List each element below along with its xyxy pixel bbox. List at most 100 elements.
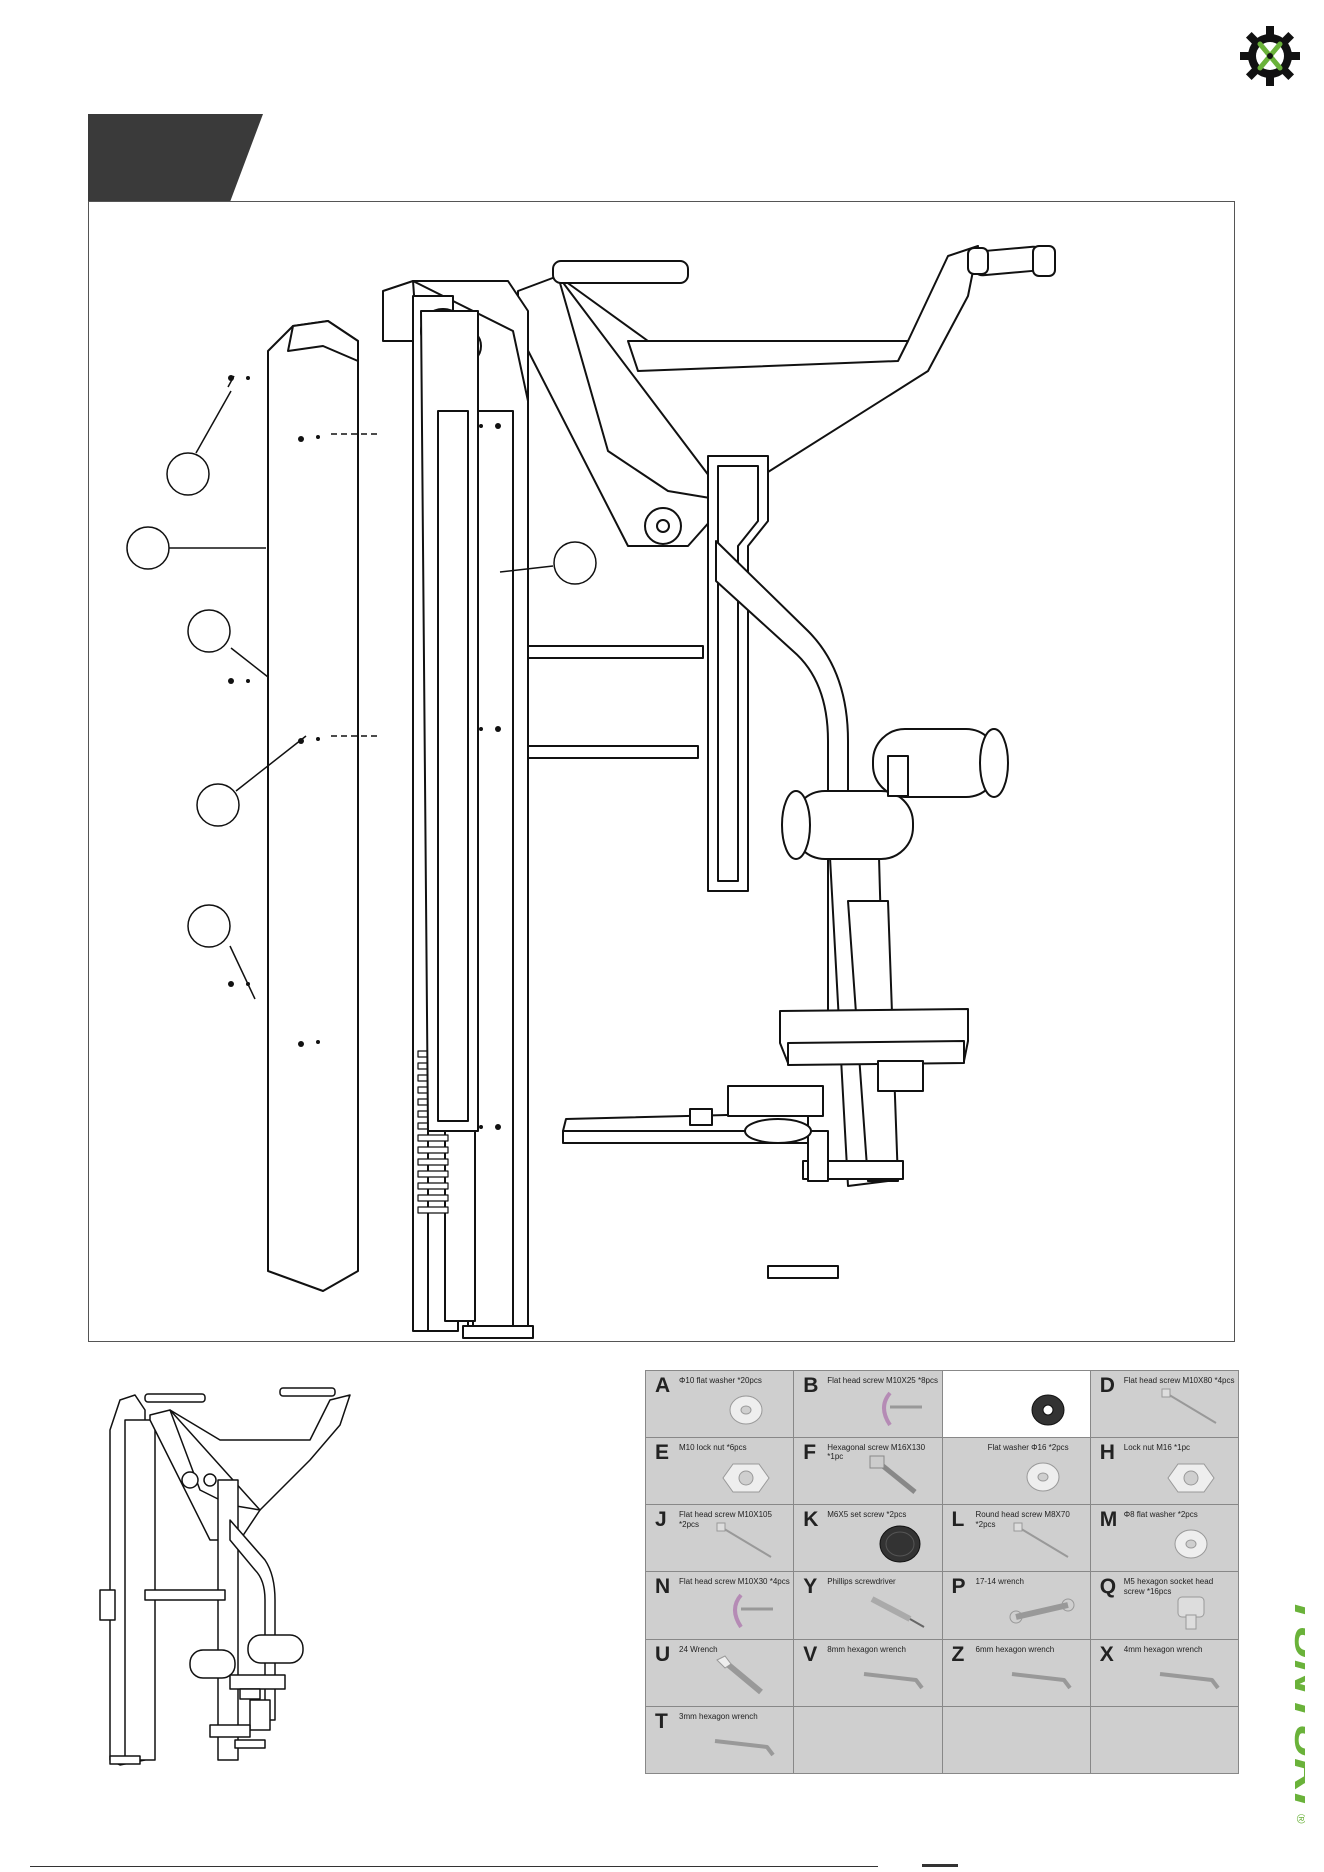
thigh-pads: [781, 728, 1009, 860]
part-cell: V 8mm hexagon wrench: [794, 1639, 942, 1706]
black-washer-icon: [1031, 1394, 1065, 1426]
part-cell: P 17-14 wrench: [942, 1572, 1090, 1639]
long-screw-icon: [1013, 1522, 1069, 1559]
long-screw-icon: [1161, 1388, 1217, 1425]
tower-base: [462, 1265, 839, 1339]
step-number-tab: [88, 114, 263, 202]
part-description: Φ10 flat washer *20pcs: [679, 1376, 762, 1385]
hex-key-icon: [715, 1738, 775, 1757]
assembly-drawing-frame: [88, 201, 1235, 1342]
foot-rest: [689, 1085, 824, 1144]
part-letter: V: [803, 1642, 818, 1666]
part-letter: A: [655, 1374, 671, 1397]
part-cell: J Flat head screw M10X105 *2pcs: [646, 1505, 794, 1572]
hex-key-icon: [1159, 1671, 1220, 1690]
part-cell: D Flat head screw M10X80 *4pcs: [1090, 1371, 1238, 1438]
part-description: Flat head screw M10X25 *8pcs: [827, 1376, 938, 1385]
open-wrench-icon: [716, 1655, 764, 1695]
part-letter: H: [1099, 1441, 1115, 1465]
part-letter: M: [1099, 1508, 1118, 1532]
part-cell: Flat washer Φ16 *2pcs: [942, 1438, 1090, 1505]
part-description: Flat head screw M10X30 *4pcs: [679, 1577, 790, 1587]
part-description: Flat washer Φ16 *2pcs: [987, 1443, 1069, 1453]
part-cell: M Φ8 flat washer *2pcs: [1090, 1505, 1238, 1572]
part-cell: A Φ10 flat washer *20pcs: [646, 1371, 794, 1438]
part-letter: T: [655, 1709, 668, 1733]
callout-circle: [166, 452, 210, 496]
part-description: Flat head screw M10X80 *4pcs: [1123, 1376, 1235, 1385]
part-cell: Y Phillips screwdriver: [794, 1572, 942, 1639]
part-cell: F Hexagonal screw M16X130 *1pc: [794, 1438, 942, 1505]
hook-screw-icon: [733, 1593, 774, 1628]
long-screw-icon: [716, 1522, 772, 1559]
callout-circle: [196, 783, 240, 827]
part-description: M6X5 set screw *2pcs: [827, 1510, 907, 1520]
part-description: M10 lock nut *6pcs: [679, 1443, 747, 1453]
tools-gear-icon: [1240, 26, 1300, 86]
part-description: M5 hexagon socket head screw *16pcs: [1123, 1577, 1214, 1596]
part-letter: Q: [1099, 1575, 1117, 1599]
part-description: 6mm hexagon wrench: [975, 1644, 1055, 1654]
footer-rule: [30, 1866, 878, 1867]
part-letter: D: [1099, 1374, 1115, 1397]
part-letter: Y: [803, 1575, 818, 1599]
callout-circle: [553, 541, 597, 585]
wrench-icon: [1009, 1598, 1075, 1624]
part-letter: Z: [951, 1642, 965, 1666]
crossbars: [527, 645, 809, 1144]
part-description: Phillips screwdriver: [827, 1577, 896, 1587]
hex-bolt-icon: [869, 1455, 917, 1495]
brand-logo: TUNTURI ®: [1287, 1596, 1305, 1824]
seat-pad: [779, 1008, 969, 1092]
part-cell: [794, 1706, 942, 1773]
part-cell: Z 6mm hexagon wrench: [942, 1639, 1090, 1706]
part-description: 17-14 wrench: [975, 1577, 1024, 1587]
part-description: 8mm hexagon wrench: [827, 1644, 906, 1654]
part-letter: P: [951, 1575, 966, 1599]
part-letter: E: [655, 1441, 670, 1465]
part-description: 24 Wrench: [679, 1644, 718, 1654]
part-letter: X: [1099, 1642, 1114, 1666]
callout-circle: [187, 609, 231, 653]
part-cell: H Lock nut M16 *1pc: [1090, 1438, 1238, 1505]
lat-pulldown-bar: [517, 245, 1056, 547]
part-letter: L: [951, 1508, 965, 1532]
brand-name: TUNTURI: [1287, 1596, 1305, 1808]
lock-nut-icon: [1167, 1463, 1215, 1493]
assembled-machine-overview: [99, 1387, 351, 1766]
lock-nut-icon: [722, 1463, 770, 1493]
footer-mark: [922, 1864, 958, 1867]
part-description: Round head screw M8X70 *2pcs: [975, 1510, 1070, 1529]
part-letter: N: [655, 1575, 671, 1599]
part-cell: Q M5 hexagon socket head screw *16pcs: [1090, 1572, 1238, 1639]
part-letter: J: [655, 1508, 667, 1532]
flat-washer-icon: [1174, 1529, 1208, 1559]
seat-column: [715, 540, 904, 1187]
right-upright-frame: [707, 455, 769, 892]
right-cover-panel: [420, 310, 479, 1132]
part-cell: L Round head screw M8X70 *2pcs: [942, 1505, 1090, 1572]
part-letter: K: [803, 1508, 819, 1532]
hook-screw-icon: [881, 1391, 922, 1427]
part-description: Flat head screw M10X105 *2pcs: [679, 1510, 772, 1529]
part-description: Φ8 flat washer *2pcs: [1123, 1510, 1198, 1520]
hex-key-icon: [1011, 1671, 1072, 1690]
part-description: 3mm hexagon wrench: [679, 1711, 758, 1721]
socket-screw-icon: [1177, 1596, 1205, 1630]
part-letter: F: [803, 1441, 817, 1465]
part-description: Hexagonal screw M16X130 *1pc: [827, 1443, 926, 1462]
flat-washer-icon: [729, 1395, 763, 1425]
part-cell: [942, 1706, 1090, 1773]
part-cell: [1090, 1706, 1238, 1773]
part-description: 4mm hexagon wrench: [1123, 1644, 1203, 1654]
screwdriver-icon: [870, 1596, 924, 1628]
part-description: Lock nut M16 *1pc: [1123, 1443, 1191, 1453]
part-cell: [942, 1371, 1090, 1438]
main-assembly-drawing: [126, 245, 1056, 1339]
hex-key-icon: [863, 1671, 924, 1690]
left-cover-panel: [267, 320, 359, 1292]
callout-circle: [126, 526, 170, 570]
set-screw-icon: [879, 1525, 920, 1563]
